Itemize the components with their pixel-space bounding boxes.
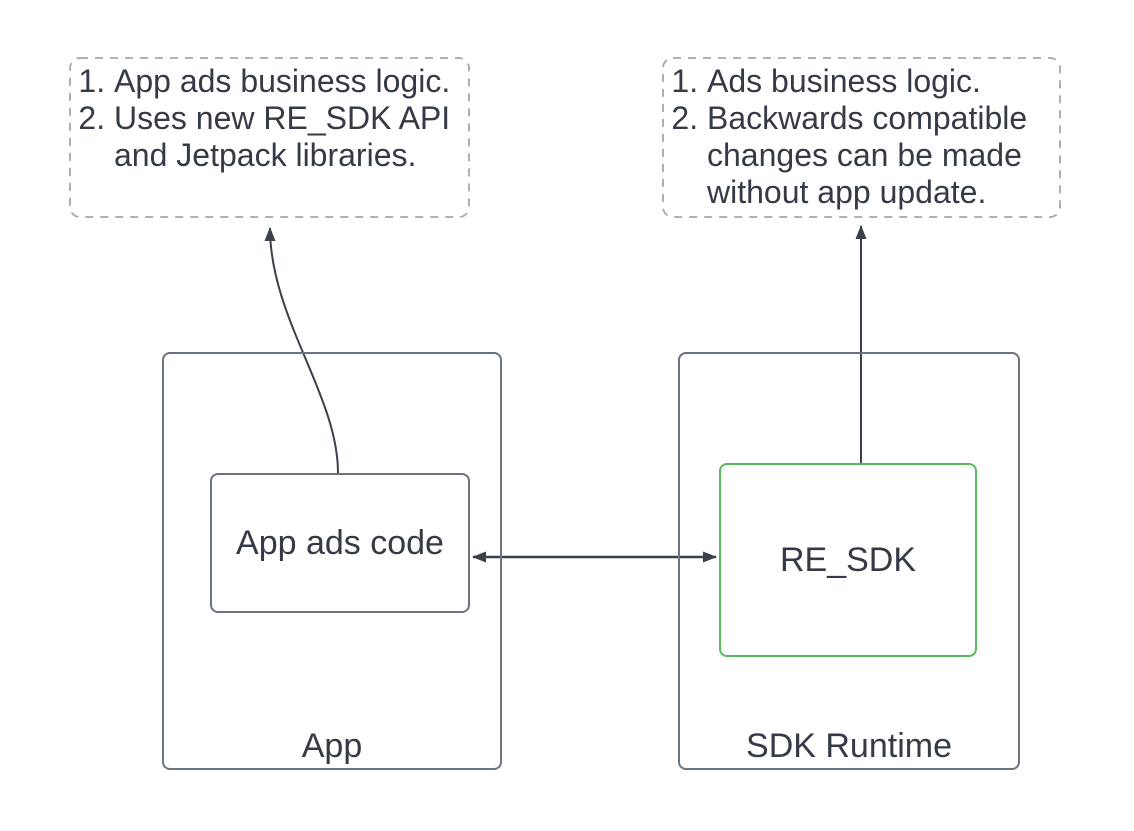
annotation-right: Ads business logic. Backwards compatible… — [663, 58, 1060, 217]
annotation-right-list: Ads business logic. Backwards compatible… — [667, 63, 1056, 211]
app-ads-code-box: App ads code — [210, 473, 470, 613]
annotation-item: Backwards compatible changes can be made… — [707, 100, 1056, 211]
sdk-runtime-container-box: SDK Runtime — [678, 352, 1020, 770]
annotation-left-border — [69, 57, 470, 218]
annotation-left: App ads business logic. Uses new RE_SDK … — [70, 58, 469, 217]
annotation-item: Ads business logic. — [707, 63, 1056, 100]
connector-app-ads-to-annotation — [264, 227, 339, 474]
annotation-item: Uses new RE_SDK API and Jetpack librarie… — [114, 100, 465, 174]
app-box-label: App — [301, 727, 363, 765]
annotation-item: App ads business logic. — [114, 63, 465, 100]
re-sdk-label: RE_SDK — [779, 540, 917, 579]
app-container-box: App — [162, 352, 502, 770]
annotation-right-border — [662, 57, 1061, 218]
re-sdk-box: RE_SDK — [719, 463, 977, 657]
app-ads-code-label: App ads code — [236, 523, 444, 562]
annotation-left-list: App ads business logic. Uses new RE_SDK … — [74, 63, 465, 174]
sdk-runtime-box-label: SDK Runtime — [746, 727, 952, 765]
